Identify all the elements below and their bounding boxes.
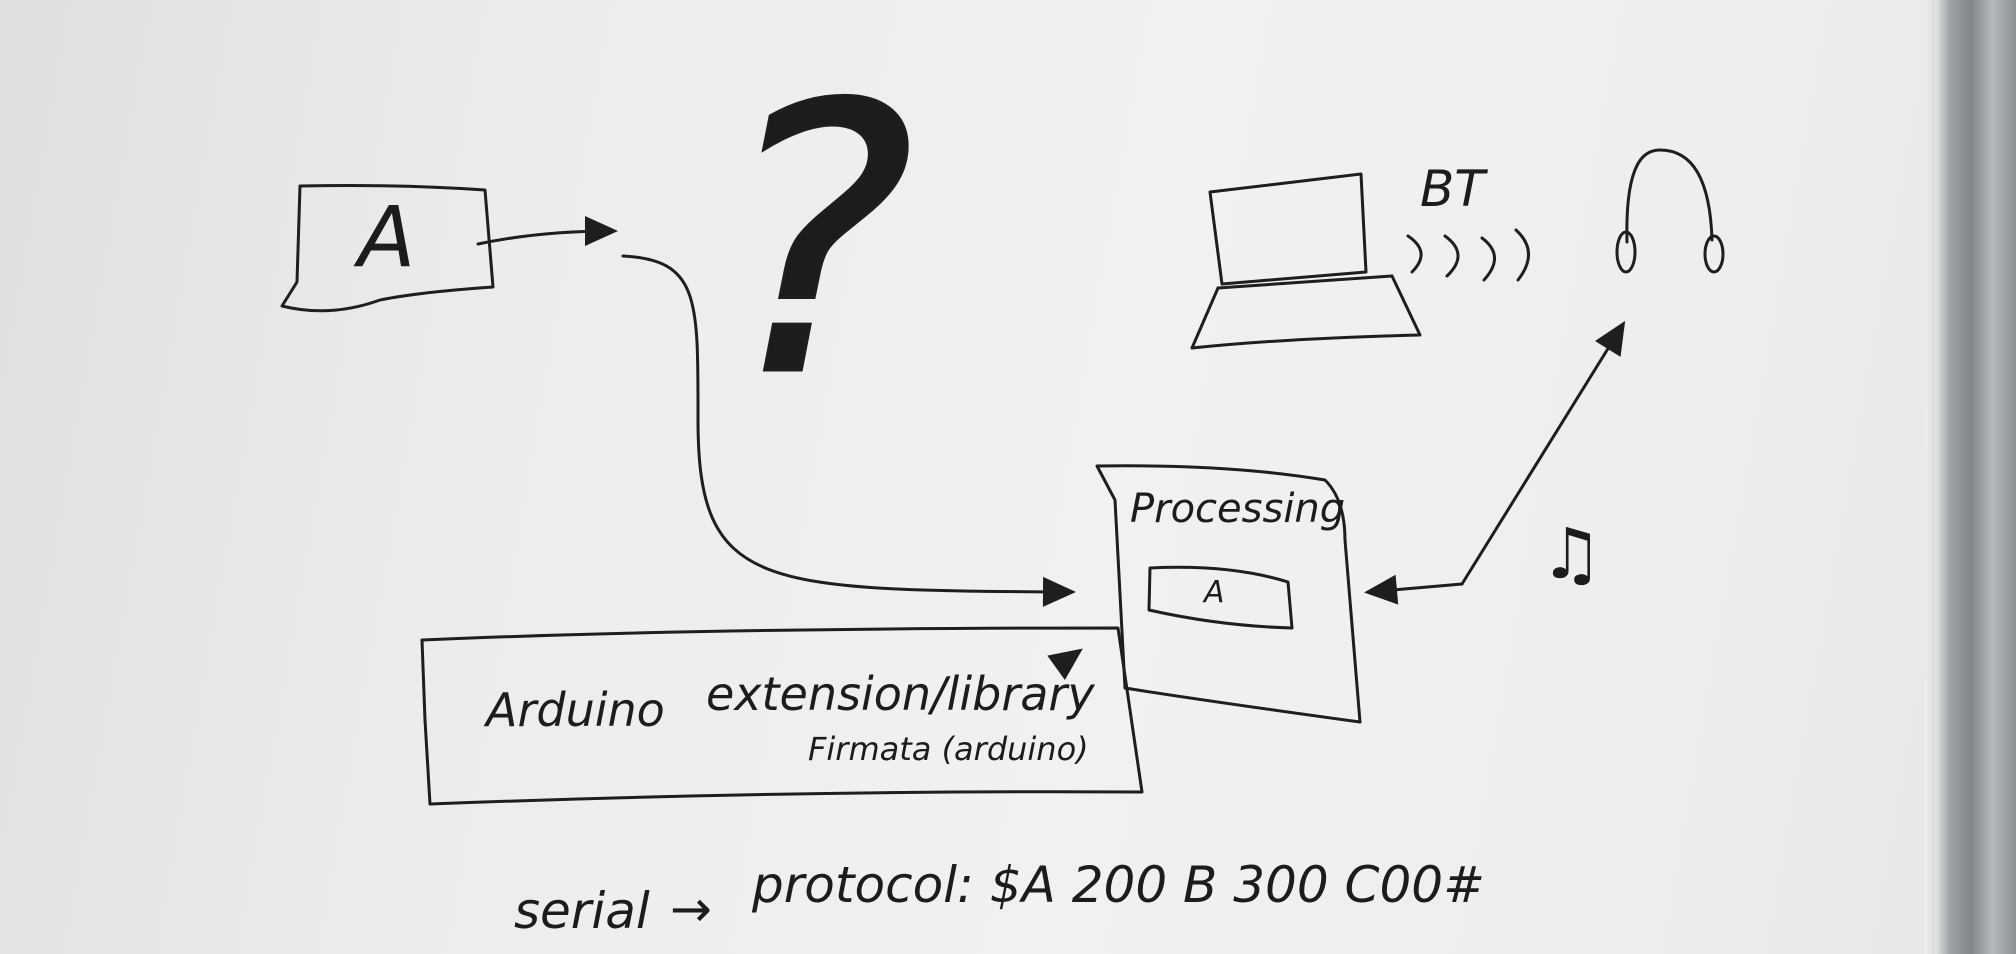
arrow-to-processing bbox=[1364, 574, 1464, 605]
extension-small-arrow bbox=[1047, 648, 1083, 680]
connector-to-processing bbox=[621, 254, 1076, 607]
processing-inner-label: A bbox=[1202, 575, 1225, 610]
processing-inner-box-shape bbox=[1147, 565, 1294, 630]
laptop-icon bbox=[1190, 172, 1422, 350]
bt-label: BT bbox=[1420, 160, 1488, 218]
music-note-icon: ♫ bbox=[1540, 513, 1603, 595]
extension-library-label: extension/library bbox=[706, 667, 1095, 721]
question-mark: ? bbox=[718, 28, 914, 458]
arduino-label: Arduino bbox=[483, 683, 665, 737]
box-a-label: A bbox=[353, 188, 415, 286]
arrow-processing-headphones bbox=[1460, 320, 1626, 586]
processing-box-shape bbox=[1095, 464, 1362, 724]
bluetooth-waves-icon bbox=[1406, 228, 1530, 282]
processing-label: Processing bbox=[1130, 486, 1345, 532]
arduino-box-shape bbox=[420, 626, 1144, 806]
serial-arrow: → bbox=[670, 880, 712, 938]
headphones-icon bbox=[1615, 148, 1725, 274]
protocol-label: protocol: $A 200 B 300 C00# bbox=[751, 856, 1485, 914]
serial-label: serial bbox=[514, 882, 650, 940]
firmata-label: Firmata (arduino) bbox=[808, 730, 1089, 768]
whiteboard-metal-frame bbox=[1935, 0, 2016, 954]
arrow-box-a-right bbox=[476, 216, 618, 247]
box-a-shape bbox=[280, 184, 495, 313]
